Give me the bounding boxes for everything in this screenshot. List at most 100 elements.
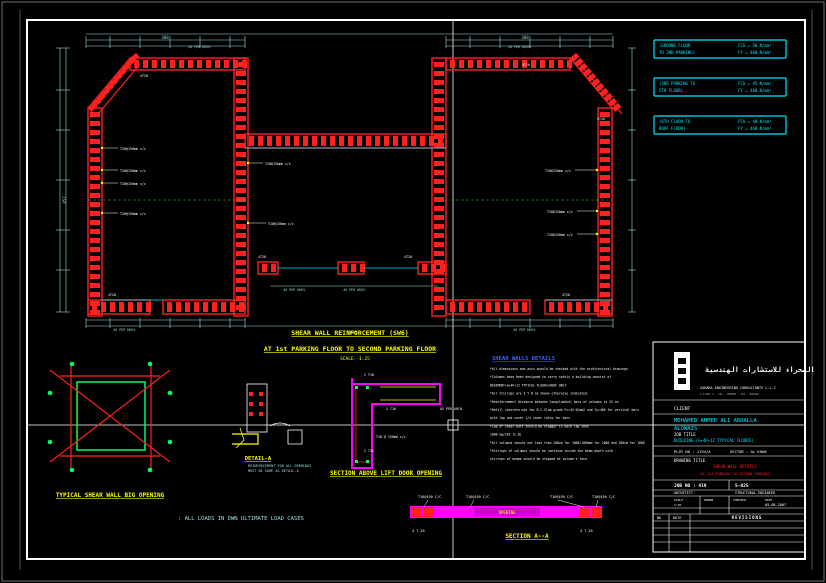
section-aa-label-4: 4 T 20 <box>412 529 425 533</box>
note-line-3: *All stirrups are 3 Y @ as shown otherwi… <box>490 392 589 396</box>
detail-a-note1: REINFORCEMENT FOR ALL OPENINGS <box>248 464 311 468</box>
job-title-label: JOB TITLE <box>674 432 696 437</box>
callout-left-2: T20@150mm c/c <box>120 212 146 216</box>
plan-subtitle: AT 1st PARKING FLOOR TO SECOND PARKING F… <box>264 345 436 353</box>
legend-line1-0: (GROUND FLOOR <box>659 43 691 48</box>
callout-left-0: T20@150mm c/c <box>120 147 146 151</box>
detail-a: DETAIL-A REINFORCEMENT FOR ALL OPENINGS … <box>232 383 311 473</box>
section-aa-label-1: T16@150 C/C <box>466 495 489 499</box>
section-lift-door: 2 T16 2 T16 AS PER ARCH. T10 @ 150mm c/c 2 T… <box>330 373 464 477</box>
note-line-10: *Stirrups of columns should be continue … <box>490 449 613 453</box>
job-title: BUILDING (G+4P+12 TYPICAL FLOORS) <box>674 438 753 443</box>
section-aa-label-3: T16@150 C/C <box>592 495 615 499</box>
legend-line1-1: (3RD PARKING TO <box>659 81 696 86</box>
note-line-9: *All columns should not less than 200cm … <box>490 441 645 445</box>
client-label: CLIENT <box>674 406 691 412</box>
detail-a-note2: MUST BE SAME AS DETAIL-A <box>248 469 299 473</box>
job-no: JOB NO : 419 <box>674 483 707 489</box>
note-line-5: *Refill concrete mix for R.C.Slab grade … <box>490 408 639 412</box>
date-label: DATE <box>765 498 772 502</box>
drawing-title-1: SHEAR WALL DETAILS <box>713 464 757 469</box>
legend-line2-1: 5TH FLOOR) <box>659 88 683 93</box>
note-line-6: with lap and cover 1/4 cover ratio for b… <box>490 416 570 420</box>
note-line-2: BASEMENT+G+4P+12 TYPICAL FLOORS+ROOF ONL… <box>490 383 567 387</box>
dim-overall-bottom: 1045 <box>347 330 357 335</box>
drawing-title-2: AT 1st PARKING TO SECOND PARKING <box>700 472 769 476</box>
lift-label-0: 2 T16 <box>364 373 374 377</box>
rebar-tag-3: 4T20 <box>404 255 412 259</box>
rebar-tag-6: 4T20 <box>562 293 570 297</box>
section-aa-opening: OPENING <box>499 510 516 515</box>
rebar-tag-2: 4T20 <box>258 255 266 259</box>
legend-fy-0: FY = 460 N/mm² <box>738 50 772 55</box>
notes-title: SHEAR WALLS DETAILS <box>492 356 555 362</box>
section-aa-label-2: T16@150 C/C <box>550 495 573 499</box>
company-english: SAHARA ENGINEERING CONSULTANTS L.L.C <box>700 386 776 390</box>
sheet-no: S-025 <box>735 483 749 489</box>
typical-opening-title: TYPICAL SHEAR WALL BIG OPENING <box>56 492 165 499</box>
legend-box-1 <box>653 77 787 97</box>
legend-line2-0: TO 2ND PARKING) <box>659 50 695 55</box>
legend-fy-2: FY = 460 N/mm² <box>738 126 772 131</box>
scale-value: 1:25 <box>674 503 681 507</box>
note-line-4: *Reinforcement distance between longitud… <box>490 400 619 404</box>
arch-dim-label-1: AS PER ARCH. <box>508 45 531 49</box>
arch-dim-label-0: AS PER ARCH. <box>188 45 211 49</box>
rebar-tag-5: 4T20 <box>597 117 605 121</box>
lift-label-4: 2 T20 <box>364 449 374 453</box>
lift-label-2: AS PER ARCH. <box>440 407 464 411</box>
dim-top-left: 388 <box>161 35 169 40</box>
arch-dim-label-5: AS PER ARCH. <box>513 328 536 332</box>
sheet-border <box>26 19 806 560</box>
legend-box-2 <box>653 115 787 135</box>
lift-label-1: 2 T16 <box>386 407 396 411</box>
loads-note: : ALL LOADS IN DWN ULTIMATE LOAD CASES <box>178 516 304 522</box>
legend-line1-2: (6TH FLOOR TO <box>659 119 691 124</box>
callout-right-0: T20@150mm c/c <box>545 169 571 173</box>
dim-top-right: 388 <box>521 35 529 40</box>
section-aa-label-5: 4 T 20 <box>580 529 593 533</box>
title-block: الصحراء للاستشارات الهندسية SAHARA ENGIN… <box>652 341 815 553</box>
client-name: MOHAMED AHMED ALI ABDALLA <box>674 418 757 424</box>
revisions-label: REVISIONS <box>732 515 763 520</box>
drawn-label: DRAWN <box>704 498 713 502</box>
scale-label: SCALE <box>674 498 683 502</box>
legend-box-0 <box>653 39 787 59</box>
arch-dim-label-3: AS PER ARCH. <box>283 288 306 292</box>
company-arabic: الصحراء للاستشارات الهندسية <box>705 366 815 374</box>
legend-line2-2: ROOF FLOOR) <box>659 126 686 131</box>
lift-label-3: T10 @ 150mm c/c <box>376 435 406 439</box>
checked-label: CHECKED <box>733 498 746 502</box>
callout-left-1: T20@150mm c/c <box>120 169 146 173</box>
note-line-8: 1000 kg/cm2 (C.B) <box>490 433 522 437</box>
legend-fy-1: FY = 460 N/mm² <box>738 88 772 93</box>
typical-opening-detail: TYPICAL SHEAR WALL BIG OPENING <box>47 361 173 499</box>
callout-right-1: T20@150mm c/c <box>547 210 573 214</box>
date-value: 05-08-2007 <box>765 503 786 507</box>
company-small: P.O.BOX 2 - TEL : 000000 - FAX : 000000 <box>700 392 759 396</box>
legend-fcu-2: FCU = 40 N/mm² <box>738 119 772 124</box>
drawing-title-label: DRAWING TITLE <box>674 458 706 463</box>
legend-fcu-1: FCU = 45 N/mm² <box>738 81 772 86</box>
rev-date-label: DATE <box>673 516 681 520</box>
rebar-tag-4: 4T20 <box>522 63 530 67</box>
plot-no: PLOT NO : 1194/A <box>674 449 711 454</box>
plan-title: SHEAR WALL REINFORCEMENT (SW6) <box>291 329 408 337</box>
callout-center-0: T20@150mm c/c <box>265 162 291 166</box>
callout-center-1: T20@150mm c/c <box>268 222 294 226</box>
section-aa-label-0: T16@150 C/C <box>418 495 441 499</box>
note-line-0: *All dimensions and axis should be check… <box>490 367 628 371</box>
rebar-tag-0: 4T20 <box>140 74 148 78</box>
legend-fcu-0: FCU = 50 N/mm² <box>738 43 772 48</box>
callout-left-3: T20@150mm c/c <box>120 182 146 186</box>
note-line-1: *Columns have been designed to carry saf… <box>490 375 611 379</box>
detail-a-title: DETAIL-A <box>245 456 272 462</box>
section-lift-title: SECTION ABOVE LIFT DOOR OPENING <box>330 470 442 477</box>
section-aa-title: SECTION A--A <box>505 533 549 540</box>
callout-right-2: T20@150mm c/c <box>547 233 573 237</box>
sector: SECTOR : AL KHAN <box>730 449 767 454</box>
note-line-11: stirrups of beams should be stopped at c… <box>490 457 589 461</box>
architect-label: ARCHITECT <box>674 491 694 495</box>
